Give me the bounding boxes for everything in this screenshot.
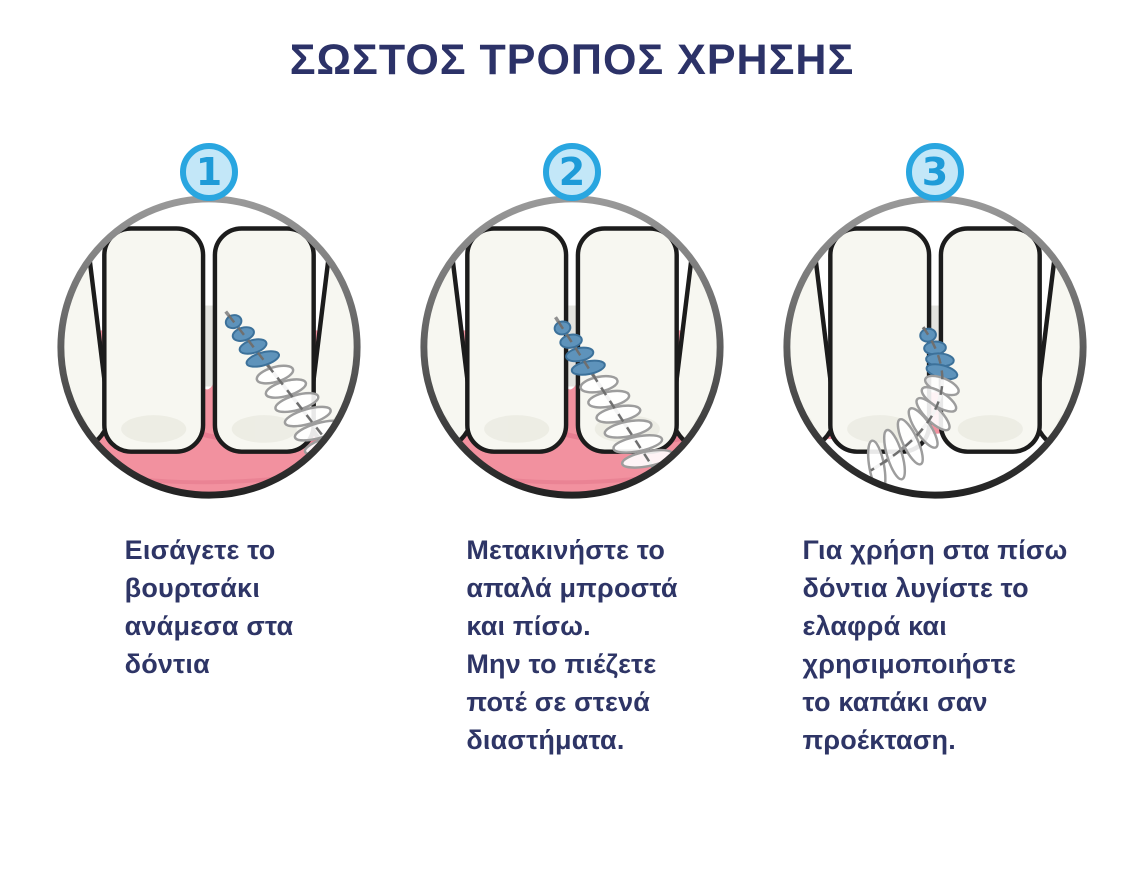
step-3-badge: 3 [906, 143, 964, 201]
step-1-badge: 1 [180, 143, 238, 201]
step-3-number: 3 [921, 150, 949, 194]
steps-row: 1 Εισάγετε το βουρτσάκι ανάμεσα στα δόντ… [0, 143, 1144, 786]
step-2-figure: 2 Μετακινήστε το απαλά μπροστά και πίσω.… [391, 143, 754, 786]
step-2-caption: Μετακινήστε το απαλά μπροστά και πίσω. Μ… [466, 535, 678, 755]
step-1-caption: Εισάγετε το βουρτσάκι ανάμεσα στα δόντια [124, 535, 294, 679]
step-3-art: 3 [777, 143, 1093, 505]
step-3-figure: 3 [754, 143, 1117, 786]
step-2-art: 2 [414, 143, 730, 505]
step-3-caption: Για χρήση στα πίσω δόντια λυγίστε το ελα… [802, 535, 1068, 755]
step-2-number: 2 [558, 150, 586, 194]
step-1-number: 1 [195, 150, 223, 194]
step-1-figure: 1 Εισάγετε το βουρτσάκι ανάμεσα στα δόντ… [28, 143, 391, 786]
step-2-illustration [420, 195, 724, 499]
page-title: ΣΩΣΤΟΣ ΤΡΟΠΟΣ ΧΡΗΣΗΣ [289, 36, 855, 84]
step-2-badge: 2 [543, 143, 601, 201]
step-3-illustration [783, 195, 1087, 499]
step-1-illustration [57, 195, 361, 499]
step-1-art: 1 [51, 143, 367, 505]
